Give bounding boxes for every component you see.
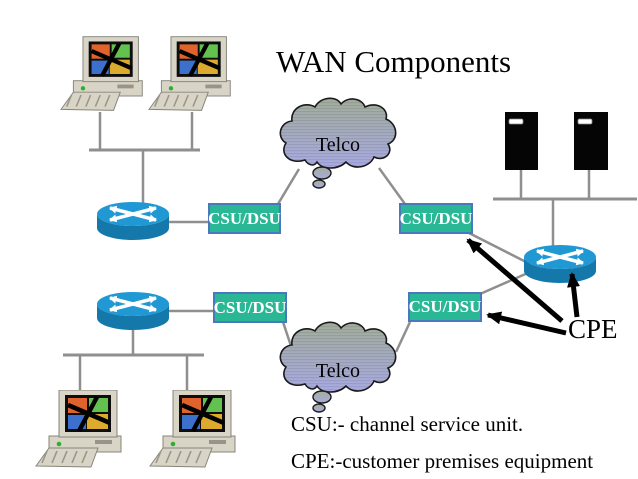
cpe-label: CPE <box>568 314 618 344</box>
csu-dsu-box: CSU/DSU <box>399 203 473 234</box>
csu-dsu-box: CSU/DSU <box>408 292 482 322</box>
cpe-definition-text: CPE:-customer premises equipment <box>291 449 594 473</box>
csu-cloud-line <box>276 168 301 205</box>
csu-cloud-line <box>394 321 412 353</box>
server-icon <box>574 112 608 170</box>
pc-icon <box>36 390 121 467</box>
telco-cloud-label: Telco <box>315 360 361 382</box>
csu-dsu-box: CSU/DSU <box>213 292 287 323</box>
csu-router-line <box>468 231 531 266</box>
server-icon <box>505 112 538 170</box>
router-icon <box>97 292 169 330</box>
pc-icon <box>61 37 142 111</box>
router-icon <box>97 202 169 240</box>
pc-icon <box>150 390 235 467</box>
csu-dsu-box: CSU/DSU <box>208 203 281 234</box>
telco-cloud-label: Telco <box>315 134 361 156</box>
slide-title: WAN Components <box>276 44 512 79</box>
cloud-csu-line <box>377 167 407 205</box>
cpe-arrows <box>466 238 580 336</box>
csu-definition-text: CSU:- channel service unit. <box>291 412 524 436</box>
pc-icon <box>149 37 230 111</box>
router-icon <box>524 245 596 283</box>
router-csu-line <box>479 270 531 296</box>
network-lines <box>63 112 637 392</box>
cpe-arrow-to-router <box>567 272 580 318</box>
cpe-arrow-to-csu-top <box>466 238 564 323</box>
cpe-arrow-to-csu-bottom <box>486 311 567 336</box>
